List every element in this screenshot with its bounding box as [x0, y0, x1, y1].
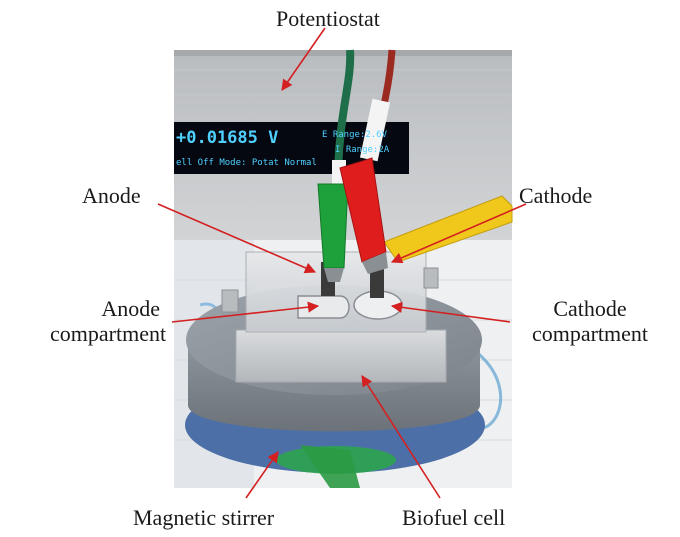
lcd-voltage: +0.01685 V [176, 128, 279, 148]
anode-compartment-arrow [171, 301, 320, 323]
cathode-arrow [390, 203, 527, 264]
biofuel-cell-label: Biofuel cell [402, 505, 506, 530]
photo [174, 49, 513, 488]
biofuel-cell-arrow [361, 375, 441, 499]
anode-compartment-label: Anode compartment [50, 296, 167, 346]
cathode-compartment-line2: compartment [531, 321, 649, 346]
anode-label: Anode [82, 183, 141, 208]
cathode-compartment-arrow [390, 301, 511, 323]
anode-compartment-line2: compartment [50, 321, 167, 346]
annotation-arrows [157, 27, 527, 499]
anode-arrow [157, 203, 317, 274]
cathode-compartment-line1: Cathode [553, 296, 627, 321]
lcd-status: ell Off Mode: Potat Normal [176, 158, 317, 168]
biofuel-cell-block [235, 329, 447, 383]
lcd-i-range: I Range:2A [335, 145, 390, 155]
cathode-label: Cathode [519, 183, 593, 208]
lcd-e-range: E Range:2.6V [322, 130, 388, 140]
magnetic-stirrer-label: Magnetic stirrer [133, 505, 275, 530]
magnetic-stirrer-arrow [245, 451, 279, 499]
cathode-compartment-label: Cathode compartment [510, 296, 670, 346]
potentiostat-arrow [281, 27, 326, 91]
anode-compartment-line1: Anode [101, 296, 160, 321]
potentiostat-label: Potentiostat [276, 6, 380, 31]
